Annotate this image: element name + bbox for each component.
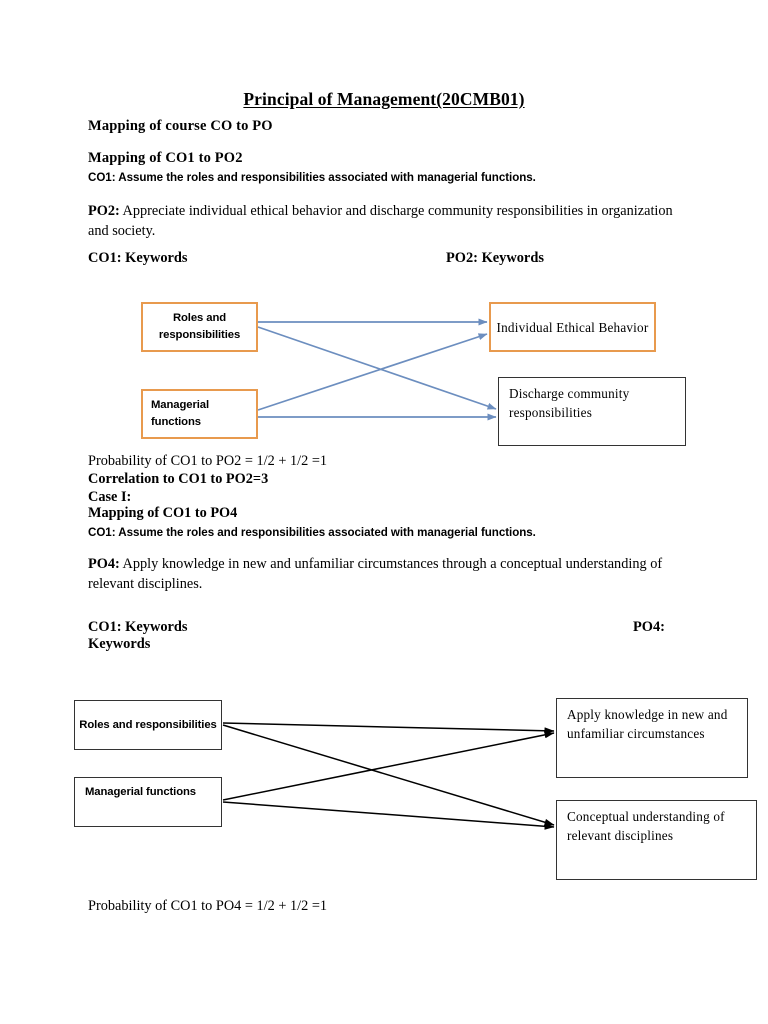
po4-statement-text: Apply knowledge in new and unfamiliar ci… [88,556,663,592]
diagram2-box-roles-responsibilities: Roles and responsibilities [74,700,222,750]
diagram2-box-roles-label: Roles and responsibilities [79,718,217,731]
diagram1-box-managerial-label: Managerial functions [151,399,210,428]
case-label: Case I: [88,489,132,505]
diagram2-box-managerial-label: Managerial functions [85,786,196,798]
page-title: Principal of Management(20CMB01) [243,89,525,109]
diagram2-box-conceptual-label: Conceptual understanding of relevant dis… [567,809,725,843]
arrow-roles-to-discharge [257,326,497,410]
po2-label: PO2: [88,203,120,219]
co1-keywords-label-section1: CO1: Keywords [88,250,188,266]
po2-statement: PO2: Appreciate individual ethical behav… [88,201,688,241]
po4-keywords-label: PO4: [633,619,665,635]
diagram1-box-ethical-label: Individual Ethical Behavior [496,319,649,335]
po2-statement-text: Appreciate individual ethical behavior a… [88,203,673,239]
heading-mapping-course: Mapping of course CO to PO [88,118,273,134]
diagram2-box-conceptual-understanding: Conceptual understanding of relevant dis… [556,800,757,880]
probability-co1-po2: Probability of CO1 to PO2 = 1/2 + 1/2 =1 [88,453,328,469]
po2-keywords-label: PO2: Keywords [446,250,544,266]
diagram1-box-discharge-community: Discharge community responsibilities [498,377,686,446]
diagram1-box-managerial-functions: Managerial functions [141,389,258,439]
po4-label: PO4: [88,556,120,572]
arrow2-managerial-to-apply [222,731,555,801]
diagram1-box-roles-label: Roles and responsibilities [158,312,241,341]
co1-statement-section1: CO1: Assume the roles and responsibiliti… [88,171,536,184]
diagram2-box-managerial-functions: Managerial functions [74,777,222,827]
correlation-co1-po2: Correlation to CO1 to PO2=3 [88,471,269,487]
co1-keywords-label-section2: CO1: Keywords [88,619,188,635]
diagram1-box-roles-responsibilities: Roles and responsibilities [141,302,258,352]
diagram1-box-individual-ethical-behavior: Individual Ethical Behavior [489,302,656,352]
diagram2-box-apply-label: Apply knowledge in new and unfamiliar ci… [567,707,728,741]
diagram1-box-discharge-label: Discharge community responsibilities [509,386,630,420]
heading-mapping-co1-po4: Mapping of CO1 to PO4 [88,505,238,521]
po4-statement: PO4: Apply knowledge in new and unfamili… [88,554,678,594]
arrow2-roles-to-conceptual [222,724,555,826]
arrow2-managerial-to-conceptual [222,801,555,830]
co1-statement-section2: CO1: Assume the roles and responsibiliti… [88,526,536,539]
arrow2-roles-to-apply [222,722,555,735]
probability-co1-po4: Probability of CO1 to PO4 = 1/2 + 1/2 =1 [88,898,328,914]
diagram2-box-apply-knowledge: Apply knowledge in new and unfamiliar ci… [556,698,748,778]
po4-keywords-label-wrap: Keywords [88,636,151,652]
arrow-managerial-to-ethical [257,333,488,411]
heading-mapping-co1-po2: Mapping of CO1 to PO2 [88,150,243,166]
